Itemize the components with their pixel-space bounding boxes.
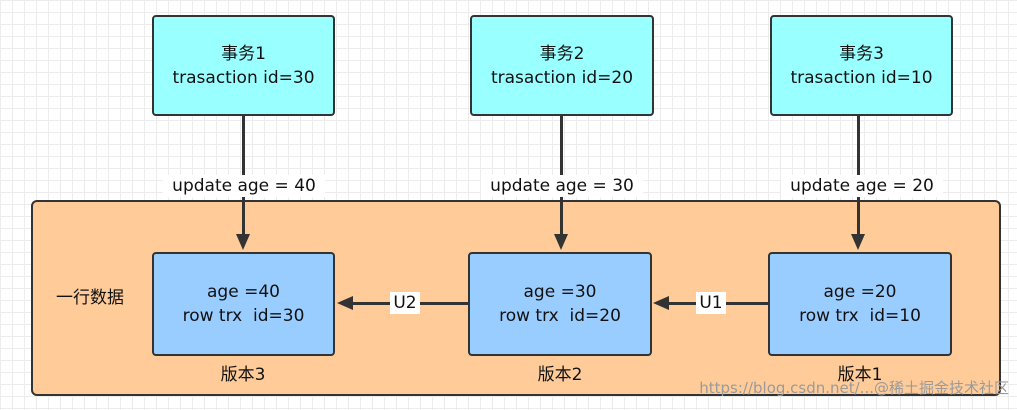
transaction-1-box: 事务1 trasaction id=30 — [152, 15, 335, 116]
row-data-label: 一行数据 — [56, 288, 124, 308]
transaction-1-title: 事务1 — [221, 43, 266, 64]
update-label-1: update age = 40 — [163, 175, 325, 197]
version-1-trx: row trx id=10 — [799, 306, 921, 326]
version-2-trx: row trx id=20 — [499, 306, 621, 326]
transaction-2-title: 事务2 — [539, 43, 585, 64]
version-1-box: age =20 row trx id=10 — [768, 252, 952, 356]
undo-link-u2-arrowhead — [337, 296, 353, 310]
update-arrowhead-2 — [554, 234, 568, 250]
version-2-age: age =30 — [523, 282, 597, 302]
transaction-3-id: trasaction id=10 — [790, 67, 933, 88]
undo-link-u1-label: U1 — [696, 292, 726, 314]
version-2-name: 版本2 — [537, 365, 583, 385]
update-label-3: update age = 20 — [781, 175, 943, 197]
transaction-2-id: trasaction id=20 — [490, 67, 634, 88]
version-3-age: age =40 — [207, 282, 280, 302]
version-1-age: age =20 — [823, 282, 897, 302]
transaction-2-box: 事务2 trasaction id=20 — [470, 15, 654, 116]
undo-link-u2-label: U2 — [390, 292, 420, 314]
update-label-2: update age = 30 — [481, 175, 643, 197]
version-3-box: age =40 row trx id=30 — [152, 252, 335, 356]
version-2-box: age =30 row trx id=20 — [468, 252, 652, 356]
undo-link-u1-arrowhead — [653, 296, 669, 310]
version-3-name: 版本3 — [220, 365, 266, 385]
update-arrowhead-1 — [236, 234, 250, 250]
transaction-3-box: 事务3 trasaction id=10 — [770, 15, 953, 116]
version-3-trx: row trx id=30 — [182, 306, 305, 326]
transaction-3-title: 事务3 — [839, 43, 884, 64]
version-1-name: 版本1 — [837, 365, 883, 385]
watermark-text: https://blog.csdn.net/...@稀土掘金技术社区 — [699, 379, 1009, 397]
transaction-1-id: trasaction id=30 — [172, 67, 315, 88]
update-arrowhead-3 — [851, 234, 865, 250]
